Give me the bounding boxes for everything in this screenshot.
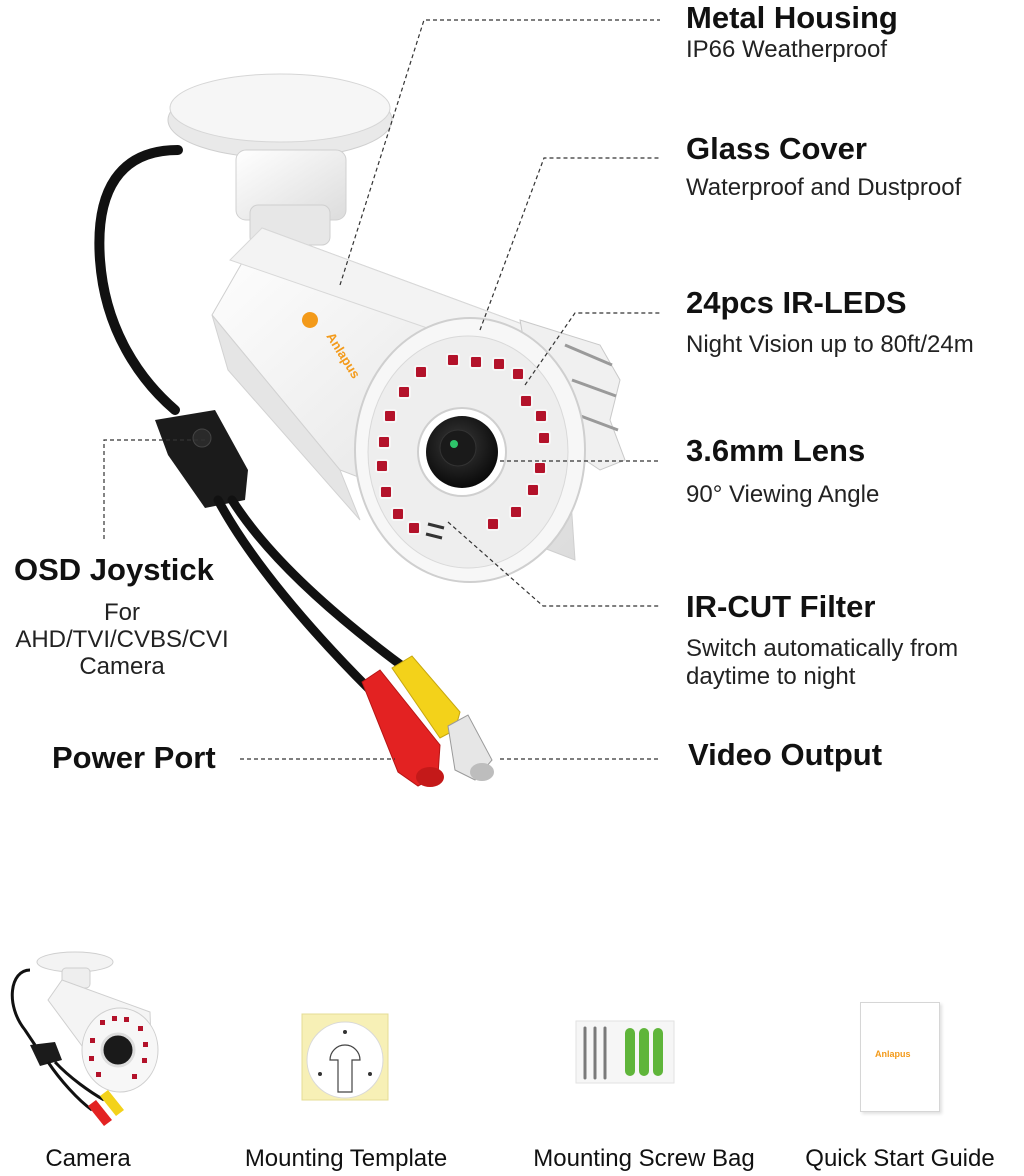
callout-lens-sub: 90° Viewing Angle — [686, 481, 880, 508]
cable — [94, 145, 183, 415]
callout-lens-title: 3.6mm Lens — [686, 433, 866, 468]
accessory-camera — [0, 950, 170, 1130]
callout-metal-housing-sub: IP66 Weatherproof — [686, 36, 888, 63]
callout-osd-joystick-sub2: AHD/TVI/CVBS/CVI — [15, 626, 229, 653]
callout-osd-joystick-title: OSD Joystick — [14, 552, 214, 587]
callout-metal-housing-title: Metal Housing — [686, 0, 898, 35]
osd-joystick-box — [155, 410, 248, 508]
callout-osd-joystick-sub1: For — [104, 599, 140, 626]
ir-led-ring — [375, 353, 551, 535]
camera-thumb-icon — [10, 951, 159, 1126]
screw-bag-icon — [575, 1020, 675, 1084]
lens — [417, 407, 507, 497]
callout-glass-cover-title: Glass Cover — [686, 131, 867, 166]
callout-video-output-title: Video Output — [688, 737, 883, 772]
callout-ir-cut-sub2: daytime to night — [686, 663, 856, 690]
accessory-camera-label: Camera — [45, 1145, 131, 1172]
accessory-quick-start-guide: Anlapus — [860, 1002, 940, 1112]
leader-lines — [103, 19, 660, 760]
accessory-mounting-template — [300, 1012, 390, 1102]
accessory-mounting-template-label: Mounting Template — [244, 1145, 448, 1172]
mounting-template-icon — [301, 1013, 389, 1101]
callout-ir-leds-title: 24pcs IR-LEDS — [686, 285, 907, 320]
callout-ir-cut-sub1: Switch automatically from — [686, 635, 959, 662]
accessory-screw-bag — [575, 1020, 675, 1084]
video-plug — [391, 655, 494, 781]
callout-ir-cut-title: IR-CUT Filter — [686, 589, 876, 624]
cable-video — [227, 495, 410, 673]
accessory-quick-start-guide-label: Quick Start Guide — [805, 1145, 995, 1172]
callout-glass-cover-sub: Waterproof and Dustproof — [686, 174, 962, 201]
callout-ir-leds-sub: Night Vision up to 80ft/24m — [686, 331, 974, 358]
brand-logo — [302, 312, 318, 328]
callout-power-port-title: Power Port — [52, 740, 216, 775]
accessory-screw-bag-label: Mounting Screw Bag — [533, 1145, 755, 1172]
guide-brand-logo: Anlapus — [875, 1049, 911, 1059]
callout-osd-joystick-sub3: Camera — [79, 653, 165, 680]
power-plug — [361, 669, 444, 787]
ir-cut-sensor — [425, 522, 445, 540]
cable-power — [213, 495, 375, 695]
